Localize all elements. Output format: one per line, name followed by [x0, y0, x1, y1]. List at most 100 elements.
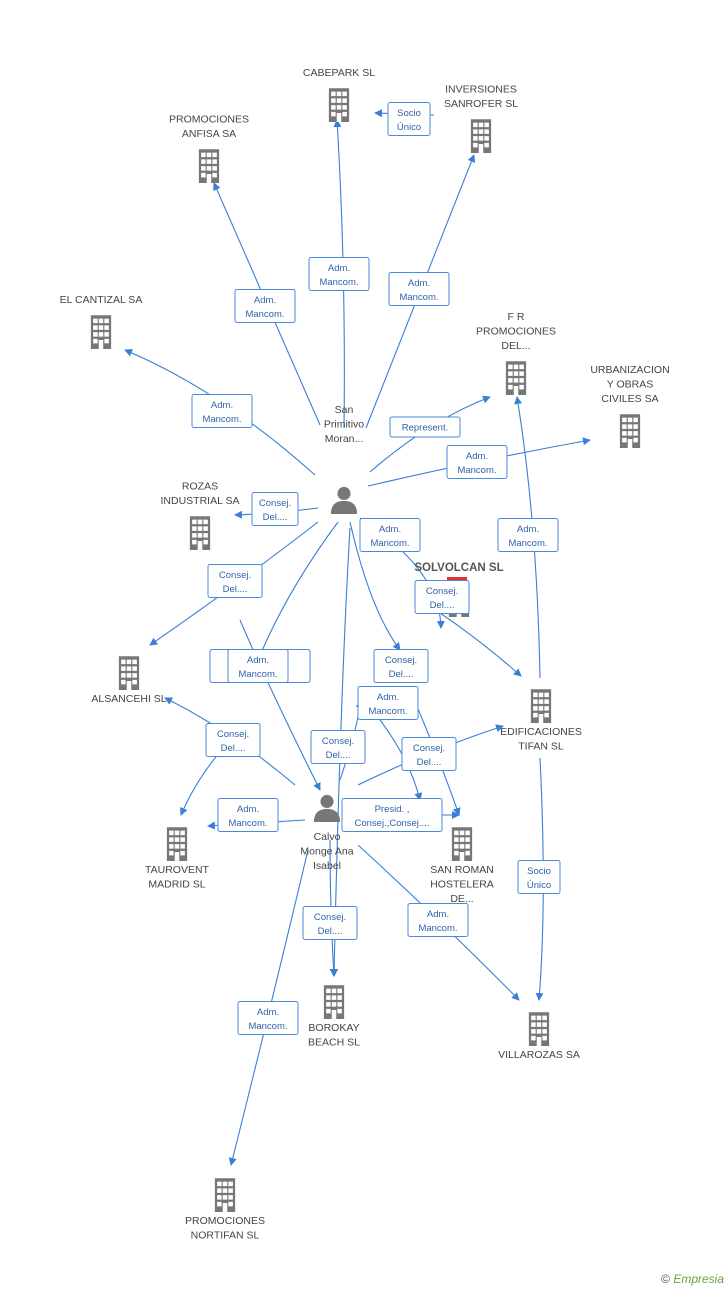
relation-box-r2[interactable]: Adm.Mancom. — [308, 257, 370, 291]
node-label-line: F R — [508, 311, 525, 323]
relation-label-line: Adm. — [377, 692, 399, 703]
relation-label-line: Adm. — [257, 1007, 279, 1018]
relation-label-line: Mancom. — [368, 706, 407, 717]
relation-label-line: Consej. — [413, 743, 445, 754]
relation-box-r25[interactable]: Adm.Mancom. — [237, 1001, 299, 1035]
relation-box-frame — [407, 903, 469, 937]
node-label-line: SANROFER SL — [444, 98, 518, 110]
relation-edge-e14 — [239, 619, 321, 791]
node-label-line: HOSTELERA — [430, 879, 494, 891]
node-label-line: EL CANTIZAL SA — [60, 294, 143, 306]
relation-box-frame — [497, 518, 559, 552]
relation-label-line: Adm. — [237, 804, 259, 815]
relation-label-line: Consej. — [314, 912, 346, 923]
relation-box-frame — [401, 737, 457, 771]
relation-label-line: Único — [397, 122, 421, 133]
node-cabepark[interactable]: CABEPARK SL — [303, 67, 375, 122]
relation-label-line: Mancom. — [418, 923, 457, 934]
node-label-line: DE... — [450, 893, 473, 905]
node-villarozas[interactable]: VILLAROZAS SA — [498, 1012, 580, 1061]
building-icon — [470, 119, 492, 153]
node-label-line: MADRID SL — [148, 879, 205, 891]
building-icon — [505, 361, 527, 395]
relation-box-r20[interactable]: Adm.Mancom. — [217, 798, 279, 832]
building-icon — [166, 827, 188, 861]
node-label-line: DEL... — [501, 340, 530, 352]
building-icon — [619, 414, 641, 448]
building-icon — [530, 689, 552, 723]
node-label-line: PROMOCIONES — [185, 1215, 265, 1227]
node-label-line: VILLAROZAS SA — [498, 1049, 580, 1061]
relation-box-r8[interactable]: Consej.Del.... — [251, 492, 299, 526]
node-label-line: SAN ROMAN — [430, 864, 494, 876]
node-label-line: TIFAN SL — [518, 741, 564, 753]
node-solvolcan[interactable]: SOLVOLCAN SL — [414, 562, 504, 617]
relation-label-line: Adm. — [211, 400, 233, 411]
relation-box-frame — [217, 798, 279, 832]
relation-box-frame — [387, 102, 431, 136]
node-label-line: EDIFICACIONES — [500, 726, 582, 738]
copyright-icon: © — [661, 1272, 670, 1286]
node-tifan[interactable]: EDIFICACIONES TIFAN SL — [500, 689, 582, 753]
relation-label-line: Mancom. — [508, 538, 547, 549]
relation-box-r17[interactable]: Consej.Del.... — [205, 723, 261, 757]
relation-box-r24[interactable]: Adm.Mancom. — [407, 903, 469, 937]
node-sanroman[interactable]: SAN ROMAN HOSTELERA DE... — [430, 827, 494, 905]
relation-box-frame — [227, 649, 289, 683]
node-label-line: TAUROVENT — [145, 864, 210, 876]
relation-edge-e16 — [330, 527, 351, 977]
relation-box-r3[interactable]: Adm.Mancom. — [388, 272, 450, 306]
relation-box-r4[interactable]: Adm.Mancom. — [234, 289, 296, 323]
building-icon — [118, 656, 140, 690]
relation-label-line: Mancom. — [245, 309, 284, 320]
relation-label-line: Consej. — [217, 729, 249, 740]
relation-label-line: Consej. — [219, 570, 251, 581]
node-label-line: BOROKAY — [308, 1022, 359, 1034]
relation-box-r5[interactable]: Adm.Mancom. — [191, 394, 253, 428]
building-icon — [323, 985, 345, 1019]
relation-box-r6[interactable]: Represent. — [389, 416, 461, 438]
relation-box-r11[interactable]: Consej.Del.... — [207, 564, 263, 598]
relation-box-r14[interactable]: Adm.Mancom. — [227, 649, 289, 683]
relation-label-line: Del.... — [318, 926, 343, 937]
relation-label-line: Mancom. — [457, 465, 496, 476]
relation-label-line: Mancom. — [399, 292, 438, 303]
relation-box-r19[interactable]: Consej.Del.... — [401, 737, 457, 771]
relation-box-r18[interactable]: Consej.Del.... — [310, 730, 366, 764]
node-cantizal[interactable]: EL CANTIZAL SA — [60, 294, 143, 349]
node-fr[interactable]: F R PROMOCIONES DEL... — [476, 311, 556, 395]
relation-label-line: Del.... — [389, 669, 414, 680]
relation-box-r12[interactable]: Consej.Del.... — [414, 580, 470, 614]
node-tauro[interactable]: TAUROVENT MADRID SL — [145, 827, 210, 891]
building-icon — [328, 88, 350, 122]
relation-box-frame — [302, 906, 358, 940]
relation-label-line: Consej. — [426, 586, 458, 597]
node-label-line: PROMOCIONES — [476, 326, 556, 338]
relation-box-r21[interactable]: Presid. ,Consej.,Consej.... — [341, 798, 443, 832]
relation-box-frame — [308, 257, 370, 291]
relation-box-r7[interactable]: Adm.Mancom. — [446, 445, 508, 479]
relation-box-r16[interactable]: Adm. Mancom. — [357, 686, 419, 720]
relation-box-r10[interactable]: Adm.Mancom. — [497, 518, 559, 552]
relation-label-line: Consej. — [322, 736, 354, 747]
node-label-line: PROMOCIONES — [169, 114, 249, 126]
relation-box-r15[interactable]: Consej. Del.... — [373, 649, 429, 683]
relation-box-frame — [414, 580, 470, 614]
node-alsancehi[interactable]: ALSANCEHI SL — [91, 656, 167, 705]
relation-box-r9[interactable]: Adm.Mancom. — [359, 518, 421, 552]
node-sanprimitivo[interactable]: SanPrimitivoMoran... — [324, 404, 364, 514]
relation-label-line: Socio — [527, 866, 551, 877]
relation-box-r23[interactable]: Consej. Del.... — [302, 906, 358, 940]
brand-logo-text: Empresia — [673, 1272, 724, 1286]
node-label-line: CIVILES SA — [601, 393, 658, 405]
relation-label-line: Consej. — [385, 655, 417, 666]
